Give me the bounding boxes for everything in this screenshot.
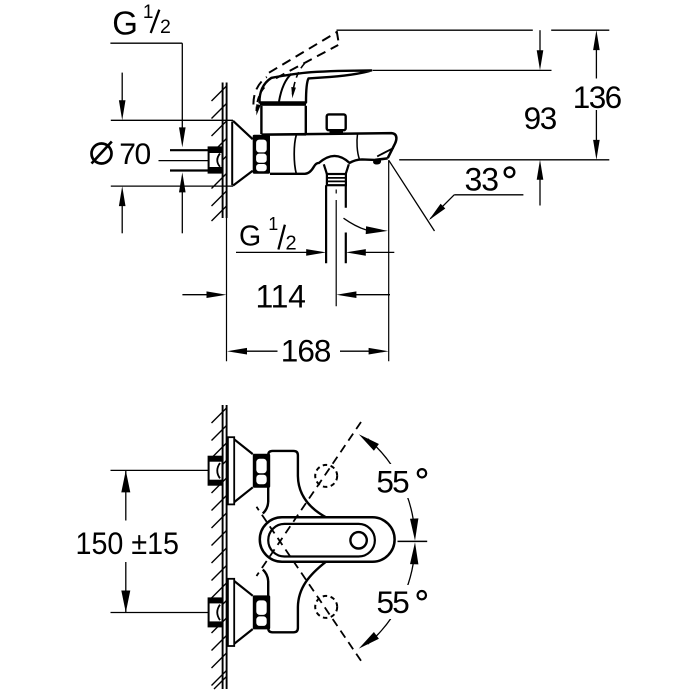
svg-text:G: G <box>239 221 261 253</box>
svg-text:168: 168 <box>281 333 331 369</box>
svg-text:2: 2 <box>160 16 171 38</box>
svg-text:1: 1 <box>268 214 278 234</box>
svg-text:2: 2 <box>286 233 297 255</box>
svg-text:G: G <box>112 5 138 42</box>
svg-text:136: 136 <box>573 79 622 115</box>
svg-text:55: 55 <box>377 584 410 620</box>
svg-text:33: 33 <box>465 161 499 197</box>
svg-text:114: 114 <box>256 279 306 315</box>
svg-text:55: 55 <box>376 464 409 500</box>
svg-text:93: 93 <box>524 100 557 136</box>
svg-text:70: 70 <box>119 138 150 171</box>
svg-text:150 ±15: 150 ±15 <box>76 525 180 561</box>
svg-text:1: 1 <box>143 2 154 23</box>
